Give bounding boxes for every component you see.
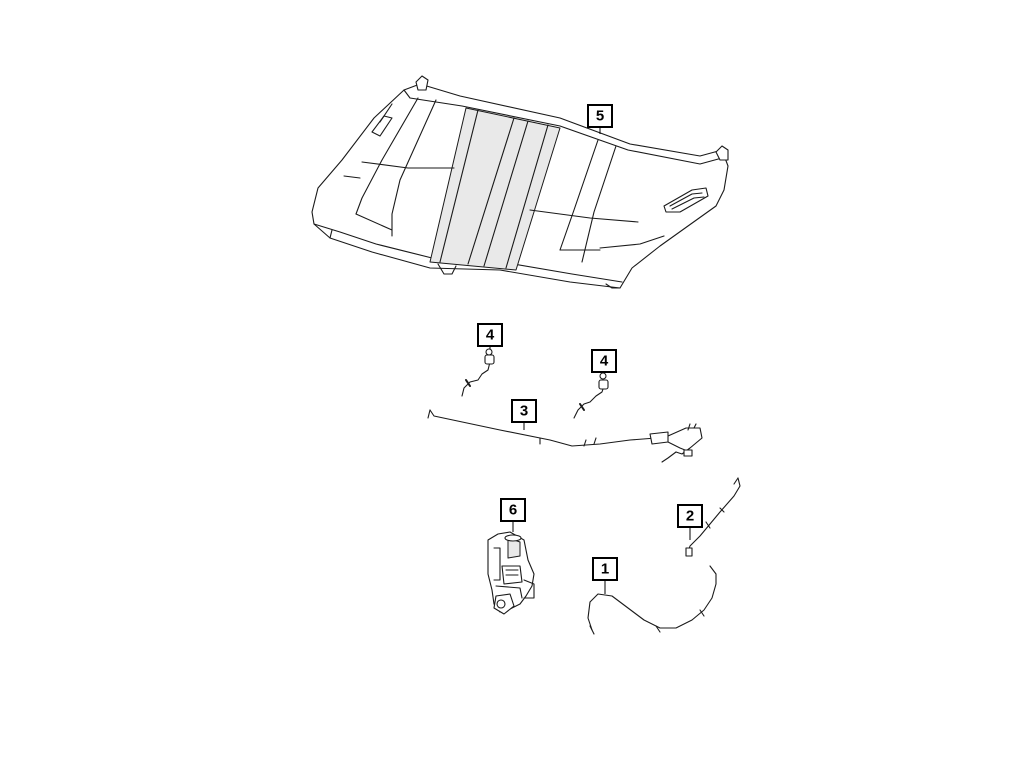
callout-5[interactable]: 5 [587, 104, 613, 128]
washer-nozzle-right[interactable] [573, 372, 609, 419]
callout-6[interactable]: 6 [500, 498, 526, 522]
callout-2[interactable]: 2 [677, 504, 703, 528]
svg-text:3: 3 [520, 403, 528, 420]
svg-text:1: 1 [601, 561, 609, 578]
svg-text:2: 2 [686, 508, 694, 525]
callout-3[interactable]: 3 [511, 399, 537, 423]
washer-hose-1[interactable] [587, 565, 717, 635]
callout-4-left[interactable]: 4 [477, 323, 503, 347]
hood-vent [663, 187, 709, 213]
callout-4-right[interactable]: 4 [591, 349, 617, 373]
callout-1[interactable]: 1 [592, 557, 618, 581]
svg-text:4: 4 [600, 353, 609, 370]
svg-text:5: 5 [596, 108, 604, 125]
washer-hose-2[interactable] [685, 477, 741, 557]
washer-nozzle-left[interactable] [461, 348, 495, 397]
svg-text:6: 6 [509, 502, 517, 519]
washer-hose-hood[interactable] [427, 409, 703, 463]
svg-text:4: 4 [486, 327, 495, 344]
hood-part[interactable] [311, 75, 729, 289]
washer-reservoir[interactable] [487, 531, 535, 615]
